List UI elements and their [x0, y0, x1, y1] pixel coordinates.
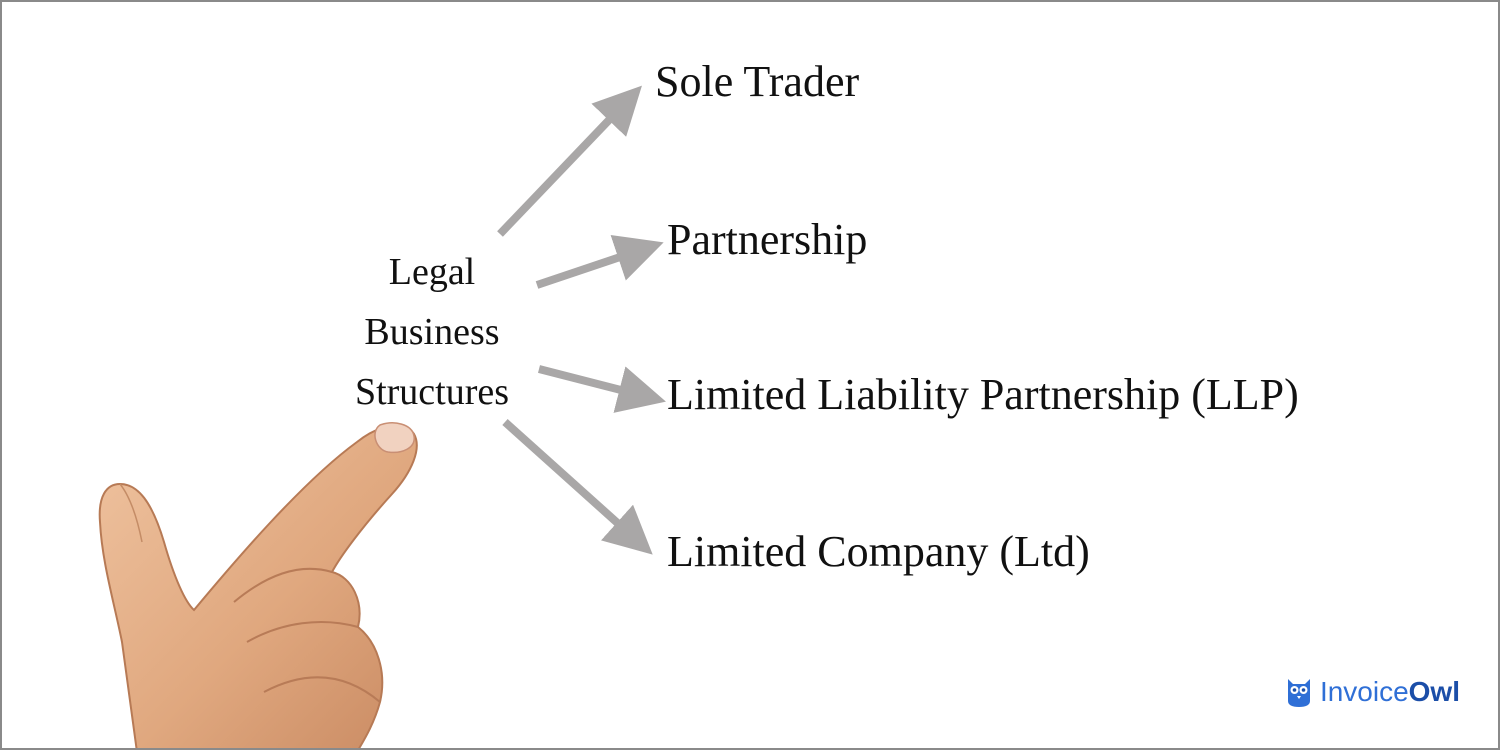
branch-sole-trader: Sole Trader: [655, 57, 860, 106]
arrow-to-partnership: [535, 234, 664, 289]
brand-logo: Invoice Owl: [1286, 674, 1460, 710]
central-topic-line-1: Legal: [388, 251, 476, 293]
central-topic: Legal Business Structures: [302, 242, 562, 422]
central-topic-line-3: Structures: [354, 371, 510, 413]
owl-icon: [1287, 679, 1310, 707]
brand-name-part-2: Owl: [1408, 676, 1460, 707]
arrow-to-llp: [538, 365, 666, 413]
brand-name-part-1: Invoice: [1319, 676, 1409, 707]
branch-partnership: Partnership: [667, 215, 868, 264]
central-topic-line-2: Business: [364, 311, 500, 353]
branch-llp: Limited Liability Partnership (LLP): [667, 370, 1299, 419]
arrow-to-sole-trader: [497, 85, 642, 237]
arrow-to-ltd: [502, 419, 653, 555]
branch-ltd: Limited Company (Ltd): [667, 527, 1090, 576]
